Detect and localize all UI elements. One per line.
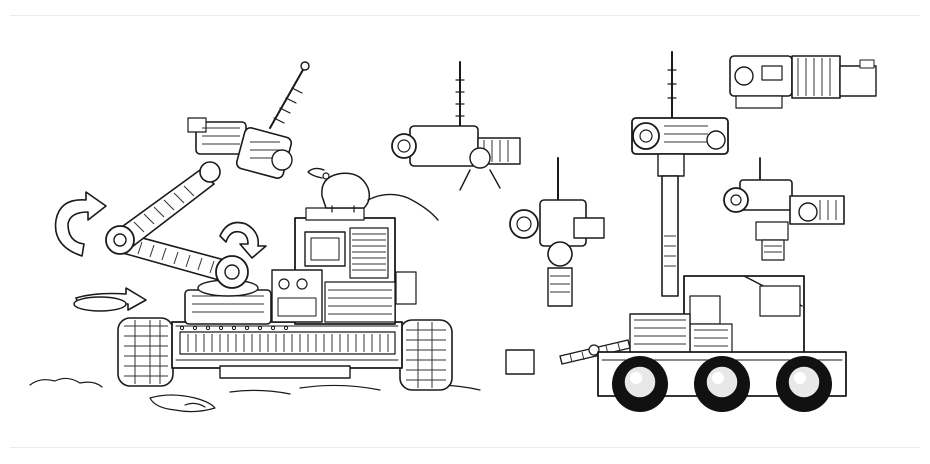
wheel-icon <box>694 356 750 412</box>
right-tire-icon <box>399 319 453 391</box>
top-rule <box>10 15 920 16</box>
tracked-robot-with-arm <box>29 61 481 413</box>
camera-head-detail-2 <box>509 157 605 307</box>
bottom-rule <box>10 447 920 448</box>
wheel-icon <box>612 356 668 412</box>
rotate-arrow-icon <box>54 191 267 312</box>
camera-head-detail-3 <box>729 55 877 109</box>
wheel-icon <box>776 356 832 412</box>
camera-head-detail-1 <box>391 61 521 191</box>
camera-head-detail-4 <box>723 157 845 261</box>
mouse-icon <box>307 167 439 221</box>
left-tire-icon <box>117 317 174 387</box>
wheeled-robot-with-mast <box>505 51 847 412</box>
